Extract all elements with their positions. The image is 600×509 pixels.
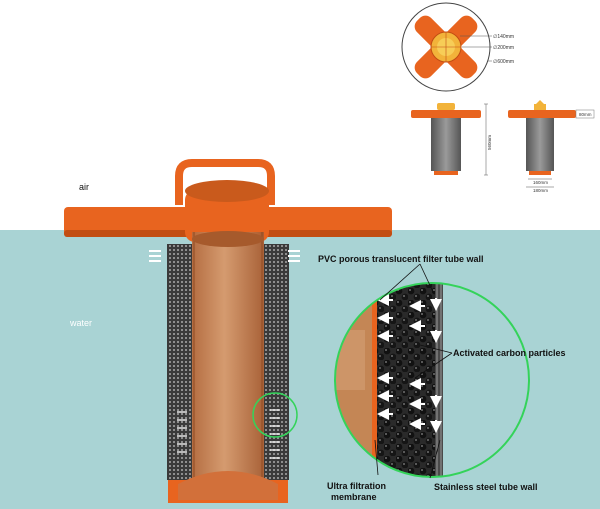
dim-d600: ∅600mm [493,59,514,65]
steel-wall-layer [435,283,443,477]
side-view-drawing-1 [411,103,488,176]
outer-mesh-right [264,244,289,480]
highlight-circle-small [252,392,298,438]
label-ultra-filtration-line1: Ultra filtration [327,481,386,491]
filter-unit [64,159,392,503]
dim-d200: ∅200mm [493,45,514,51]
inner-filter-tube [192,232,264,484]
label-pvc-tube-wall: PVC porous translucent filter tube wall [318,254,484,264]
zoom-circle [334,282,530,478]
label-air: air [79,182,89,192]
dim-flange-thickness: 80mm [579,112,592,117]
dim-height-side: 560mm [487,135,492,150]
dim-d140: ∅140mm [493,34,514,40]
label-activated-carbon: Activated carbon particles [453,348,566,358]
top-view-drawing [401,2,492,92]
membrane-layer [372,283,377,477]
carbon-layer [377,283,435,477]
label-stainless-steel-wall: Stainless steel tube wall [434,482,538,492]
label-water: water [69,318,92,328]
outer-mesh-left [167,244,192,480]
dim-width-160: 160mm [533,180,548,185]
side-view-drawing-2 [508,100,595,188]
label-ultra-filtration-line2: membrane [331,492,377,502]
dim-width-180: 180mm [533,188,548,193]
